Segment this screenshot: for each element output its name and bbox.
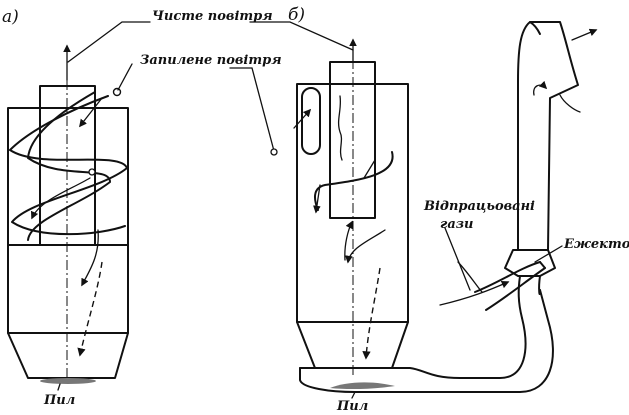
exhaust-gases-label-line2: гази (440, 217, 473, 232)
exhaust-gas-arrow (439, 280, 510, 306)
cyclone-a-dust-pile (40, 378, 96, 384)
cyclone-b-spiral-flow (314, 151, 394, 211)
dusty-air-leader-b (229, 67, 275, 152)
leader-lines (67, 21, 563, 291)
dust-label-a: Пил (43, 393, 75, 408)
ejector-leader (534, 245, 563, 263)
clean-air-label: Чисте повітря (152, 9, 273, 24)
exhaust-gases-label: Відпрацьовані (423, 199, 535, 214)
cyclone-a-body (7, 107, 129, 379)
exhaust-stack (517, 21, 579, 251)
ejector-system (299, 21, 598, 399)
clean-air-leader-a (67, 21, 151, 63)
cyclone-a-dust-leader (57, 383, 61, 391)
cyclone-a (7, 44, 129, 391)
cyclone-a-inlet (112, 87, 122, 97)
dust-pile-b (330, 382, 395, 390)
dusty-air-label: Запилене повітря (140, 53, 282, 68)
dusty-air-leader-a (117, 63, 133, 91)
panel-b-label: б) (288, 5, 305, 25)
cyclone-b (293, 38, 409, 375)
stack-outlet-arrow (571, 28, 598, 41)
cyclone-a-spiral-flow-2 (27, 91, 111, 241)
panel-a-label: а) (2, 7, 19, 27)
dust-label-b: Пил (336, 399, 368, 414)
dust-duct (299, 289, 554, 393)
cyclone-b-inlet-slot (301, 87, 321, 155)
clean-air-leader-b (249, 21, 354, 51)
cyclone-b-dust-leader (351, 391, 356, 399)
cyclone-a-spiral-flow (9, 95, 128, 236)
ejector-label: Ежектор (563, 237, 629, 252)
ejector-nozzle (474, 261, 546, 311)
exhaust-label-leader (444, 227, 471, 291)
